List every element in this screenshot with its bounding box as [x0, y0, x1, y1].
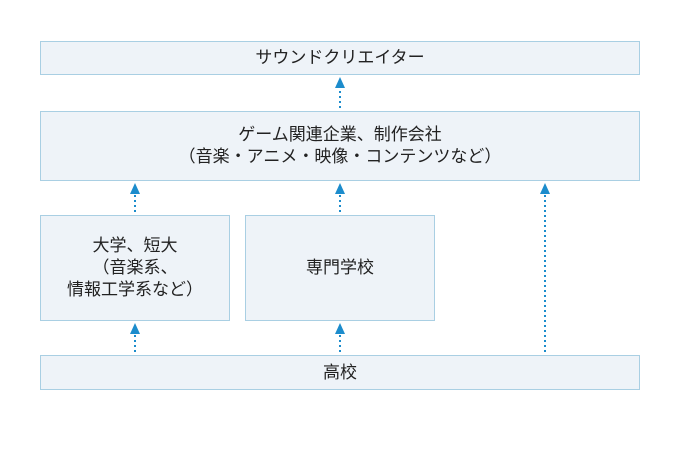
arrow-highschool-to-company — [540, 183, 550, 352]
node-game-company: ゲーム関連企業、制作会社 （音楽・アニメ・映像・コンテンツなど） — [40, 111, 640, 181]
node-sound-creator-label: サウンドクリエイター — [255, 48, 425, 68]
arrow-vocational-to-company — [335, 183, 345, 212]
node-university-label: 大学、短大 — [92, 236, 178, 256]
node-university-sublabel-1: （音楽系、 — [92, 258, 178, 278]
node-game-company-label: ゲーム関連企業、制作会社 — [238, 125, 442, 145]
node-high-school: 高校 — [40, 355, 640, 390]
node-game-company-sublabel: （音楽・アニメ・映像・コンテンツなど） — [178, 147, 502, 167]
arrow-company-to-creator — [335, 77, 345, 108]
arrow-highschool-to-vocational — [335, 323, 345, 352]
node-sound-creator: サウンドクリエイター — [40, 41, 640, 75]
node-high-school-label: 高校 — [323, 362, 357, 383]
node-university-sublabel-2: 情報工学系など） — [67, 280, 203, 300]
node-university: 大学、短大 （音楽系、 情報工学系など） — [40, 215, 230, 321]
arrow-highschool-to-university — [130, 323, 140, 352]
arrow-university-to-company — [130, 183, 140, 212]
node-vocational-school-label: 専門学校 — [306, 258, 374, 278]
node-vocational-school: 専門学校 — [245, 215, 435, 321]
